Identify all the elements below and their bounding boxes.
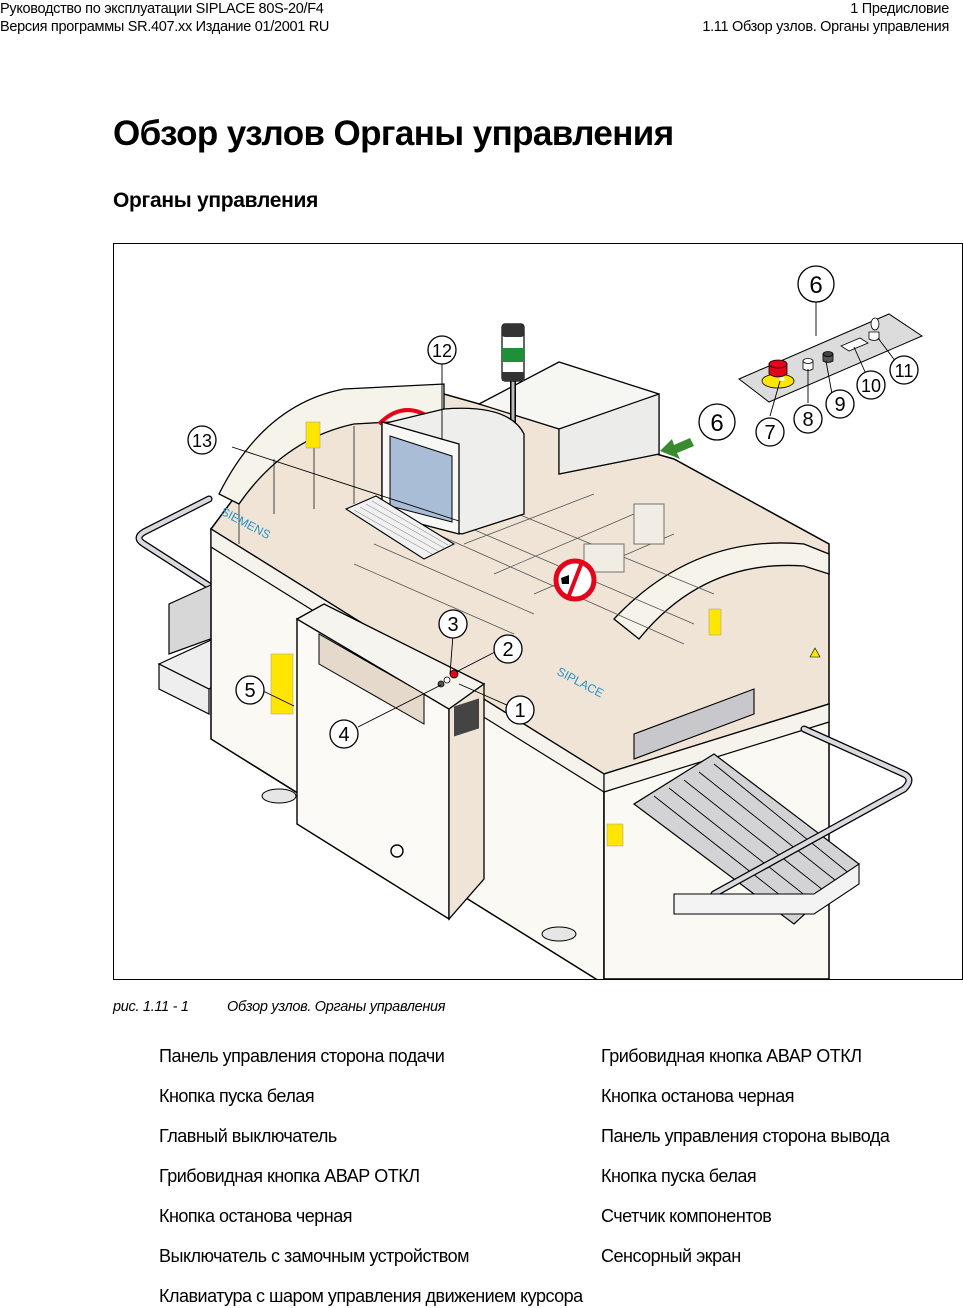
callout-1: 1 bbox=[505, 695, 535, 725]
header-chapter: 1 Предисловие bbox=[850, 1, 949, 17]
front-hood bbox=[613, 542, 830, 640]
callout-4: 4 bbox=[329, 719, 359, 749]
machine-figure: SIEMENS SIPLACE bbox=[113, 243, 963, 980]
legend-item: Грибовидная кнопка АВАР ОТКЛ bbox=[159, 1166, 420, 1186]
svg-text:2: 2 bbox=[502, 639, 513, 661]
svg-text:3: 3 bbox=[447, 614, 458, 636]
warning-sticker bbox=[708, 608, 722, 636]
callout-11: 11 bbox=[889, 355, 919, 385]
figure-caption: рис. 1.11 - 1 Обзор узлов. Органы управле… bbox=[113, 999, 446, 1015]
output-side-control-panel bbox=[738, 313, 924, 403]
callout-8: 8 bbox=[793, 404, 823, 434]
svg-text:5: 5 bbox=[244, 680, 255, 702]
callout-leaders bbox=[231, 299, 897, 728]
callout-12: 12 bbox=[427, 335, 457, 365]
legend-item: Клавиатура с шаром управления движением … bbox=[159, 1286, 583, 1306]
section-title: Органы управления bbox=[113, 189, 319, 212]
callout-3: 3 bbox=[438, 609, 468, 639]
warning-sticker bbox=[305, 421, 321, 449]
feeder-rack bbox=[632, 688, 913, 925]
legend-item: Выключатель с замочным устройством bbox=[159, 1246, 469, 1266]
callout-10: 10 bbox=[856, 370, 886, 400]
levelling-foot bbox=[261, 788, 297, 804]
legend-item: Кнопка пуска белая bbox=[601, 1166, 757, 1186]
legend-item: Сенсорный экран bbox=[601, 1246, 741, 1266]
svg-text:12: 12 bbox=[432, 341, 452, 361]
svg-text:6: 6 bbox=[710, 410, 723, 437]
callout-6-panel: 6 bbox=[797, 265, 835, 303]
signal-tower bbox=[501, 323, 525, 424]
svg-text:9: 9 bbox=[834, 394, 845, 416]
callout-6-machine: 6 bbox=[698, 403, 736, 441]
rear-hood bbox=[218, 383, 445, 505]
legend-item: Панель управления сторона подачи bbox=[159, 1046, 445, 1066]
warning-sticker bbox=[270, 653, 294, 715]
header-version-line: Версия программы SR.407.xx Издание 01/20… bbox=[0, 19, 330, 35]
svg-text:4: 4 bbox=[338, 724, 349, 746]
legend-item: Главный выключатель bbox=[159, 1126, 337, 1146]
callout-9: 9 bbox=[825, 389, 855, 419]
callout-13: 13 bbox=[187, 425, 217, 455]
legend-item: Кнопка пуска белая bbox=[159, 1086, 315, 1106]
callout-2: 2 bbox=[493, 634, 523, 664]
header-manual-title: Руководство по эксплуатации SIPLACE 80S-… bbox=[0, 1, 324, 17]
svg-text:1: 1 bbox=[514, 700, 525, 722]
legend-item: Кнопка останова черная bbox=[159, 1206, 352, 1226]
feeder-side-control-unit bbox=[295, 603, 486, 921]
svg-text:6: 6 bbox=[809, 272, 822, 299]
touch-screen-monitor bbox=[381, 407, 525, 535]
warning-sticker bbox=[606, 823, 624, 847]
no-hands-sign-icon bbox=[553, 558, 597, 602]
header-section: 1.11 Обзор узлов. Органы управления bbox=[702, 19, 949, 35]
warning-triangle-icon bbox=[809, 647, 821, 658]
svg-text:11: 11 bbox=[895, 361, 914, 381]
legend-item: Кнопка останова черная bbox=[601, 1086, 794, 1106]
callout-5: 5 bbox=[235, 675, 265, 705]
green-arrow-icon bbox=[660, 438, 694, 459]
levelling-foot bbox=[541, 926, 577, 942]
callout-7: 7 bbox=[755, 417, 785, 447]
svg-text:7: 7 bbox=[764, 422, 775, 444]
legend-item: Панель управления сторона вывода bbox=[601, 1126, 890, 1146]
machine-illustration: SIEMENS SIPLACE bbox=[135, 265, 924, 979]
svg-text:10: 10 bbox=[861, 376, 881, 396]
keyboard-trackball bbox=[344, 495, 456, 560]
svg-text:13: 13 bbox=[192, 431, 212, 451]
page-title: Обзор узлов Органы управления bbox=[113, 114, 674, 153]
figure-caption-text: Обзор узлов. Органы управления bbox=[227, 999, 446, 1015]
legend-item: Грибовидная кнопка АВАР ОТКЛ bbox=[601, 1046, 862, 1066]
legend-item: Счетчик компонентов bbox=[601, 1206, 772, 1226]
svg-text:8: 8 bbox=[802, 409, 813, 431]
figure-caption-number: рис. 1.11 - 1 bbox=[113, 999, 189, 1015]
left-handle bbox=[135, 495, 218, 593]
